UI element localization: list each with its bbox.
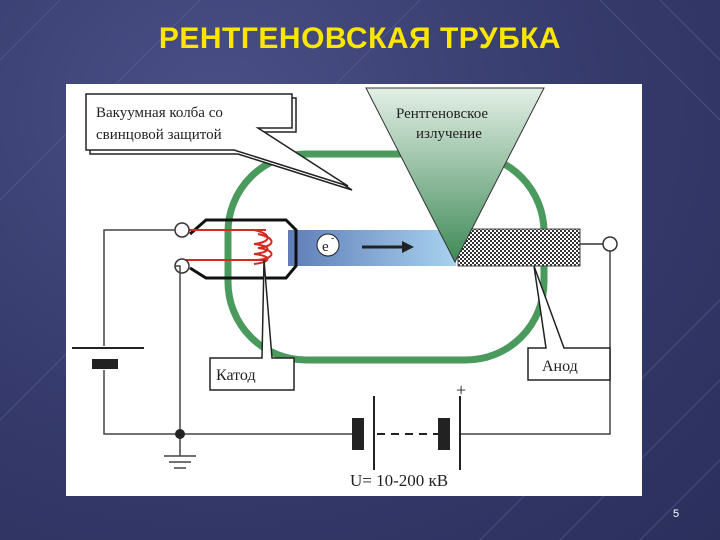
- positive-sign: +: [456, 380, 466, 400]
- junction-dot: [175, 429, 185, 439]
- xray-label-line1: Рентгеновское: [396, 106, 488, 122]
- voltage-label: U= 10-200 кВ: [350, 471, 448, 490]
- electron-direction-arrow: [362, 241, 414, 253]
- cathode-label: Катод: [216, 367, 256, 384]
- xray-tube-diagram: e -: [72, 87, 618, 490]
- electron-symbol: [316, 233, 340, 257]
- cathode-cup: [189, 218, 298, 280]
- xray-label-line2: излучение: [416, 126, 482, 142]
- ground-symbol: [164, 455, 196, 469]
- xray-cone: [365, 87, 545, 264]
- flask-callout: [85, 93, 353, 191]
- page-number: 5: [672, 508, 680, 520]
- high-voltage-source: [352, 396, 461, 470]
- heater-battery: [72, 347, 144, 369]
- circuit-wires: [103, 229, 611, 456]
- flask-label-line1: Вакуумная колба со: [96, 105, 223, 121]
- cathode-terminal-top: [174, 222, 190, 238]
- anode-label: Анод: [542, 358, 578, 375]
- anode-callout: [527, 265, 611, 381]
- diagram-panel: e -: [66, 84, 642, 496]
- flask-label-line2: свинцовой защитой: [96, 127, 222, 143]
- electron-charge: -: [331, 233, 334, 244]
- anode-terminal: [602, 236, 618, 252]
- filament-coil: [186, 229, 273, 265]
- anode-target: [457, 228, 581, 267]
- slide-title: РЕНТГЕНОВСКАЯ ТРУБКА: [158, 22, 562, 55]
- electron-label: e: [322, 239, 329, 255]
- cathode-callout: [209, 259, 295, 391]
